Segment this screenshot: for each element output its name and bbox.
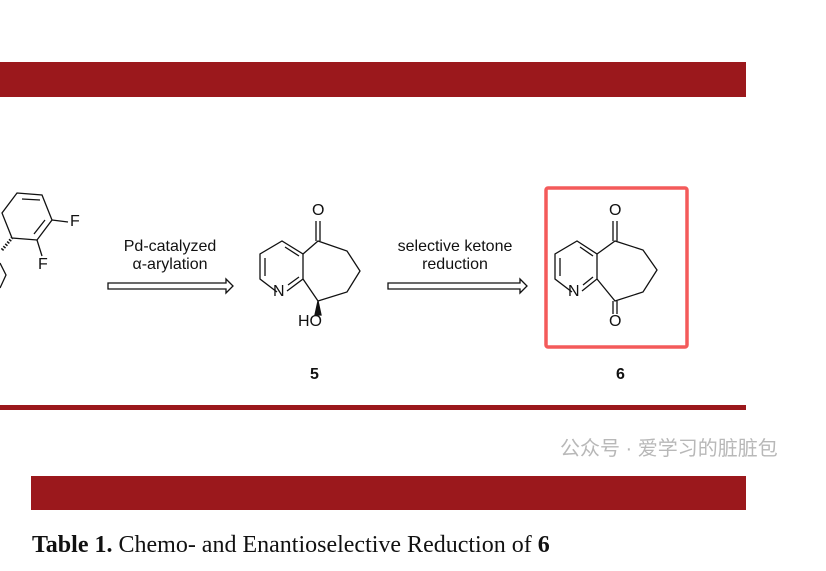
caption-compound: 6 <box>537 532 550 558</box>
table-header-bar <box>31 476 746 510</box>
step2-line1: selective ketone <box>397 238 513 255</box>
atom-ho: HO <box>298 313 322 330</box>
step2-line2: reduction <box>422 256 488 273</box>
reaction-arrow-2 <box>387 277 528 295</box>
compound-5-structure <box>259 221 361 316</box>
reaction-arrow-1 <box>107 277 234 295</box>
atom-n: N <box>273 283 285 300</box>
atom-o: O <box>312 202 325 219</box>
highlight-box <box>544 186 689 349</box>
compound-5-label: 5 <box>310 366 319 383</box>
scheme-bottom-rule <box>0 405 746 410</box>
caption-label: Table 1. <box>32 532 113 558</box>
atom-n: N <box>568 283 580 300</box>
atom-o: O <box>609 313 622 330</box>
compound-6-structure <box>554 221 658 314</box>
step1-label: Pd-catalyzed α-arylation <box>110 238 230 274</box>
compound-6-label: 6 <box>616 366 625 383</box>
atom-f: F <box>38 256 48 273</box>
step1-line2: α-arylation <box>132 256 208 273</box>
watermark: 公众号 · 爱学习的脏脏包 <box>560 438 778 460</box>
scheme-header-bar <box>0 62 746 97</box>
caption-text: Chemo- and Enantioselective Reduction of <box>112 532 538 558</box>
step1-line1: Pd-catalyzed <box>123 238 217 255</box>
atom-f: F <box>70 213 80 230</box>
table-caption: Table 1. Chemo- and Enantioselective Red… <box>32 532 550 559</box>
step2-label: selective ketone reduction <box>380 238 530 274</box>
starting-material-structure <box>0 192 69 289</box>
atom-o: O <box>609 202 622 219</box>
